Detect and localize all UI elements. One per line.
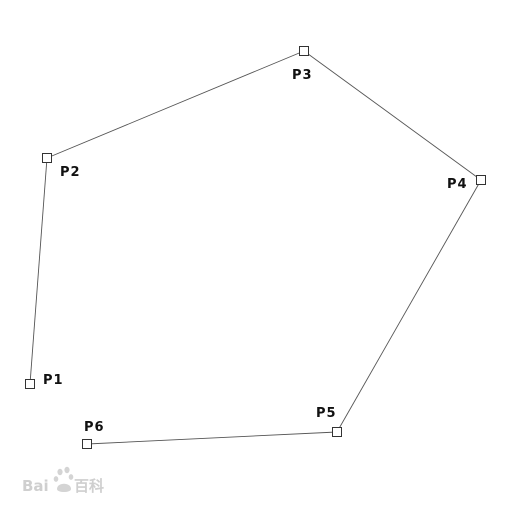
label-p6: P6 [84,420,105,435]
watermark-text-right: 百科 [74,477,104,495]
edge-p3-p4 [303,50,482,181]
edge-p5-p6 [86,431,338,445]
vertex-marker-p4 [476,175,486,185]
label-p1: P1 [43,373,64,388]
vertex-marker-p3 [299,46,309,56]
label-p4: P4 [447,177,468,192]
paw-icon [53,466,74,492]
vertex-marker-p1 [25,379,35,389]
edge-p2-p3 [46,50,305,159]
edge-p4-p5 [336,179,482,433]
vertex-markers [25,46,486,449]
vertex-marker-p5 [332,427,342,437]
label-p3: P3 [292,68,313,83]
watermark-text-left: Bai [22,477,49,495]
vertex-marker-p6 [82,439,92,449]
label-p5: P5 [316,406,337,421]
vertex-marker-p2 [42,153,52,163]
watermark: Bai 百科 [22,466,104,495]
vertex-labels: P1 P2 P3 P4 P5 P6 [43,68,468,435]
edge-p1-p2 [29,157,48,385]
polyline-edges [29,50,482,445]
label-p2: P2 [60,165,81,180]
